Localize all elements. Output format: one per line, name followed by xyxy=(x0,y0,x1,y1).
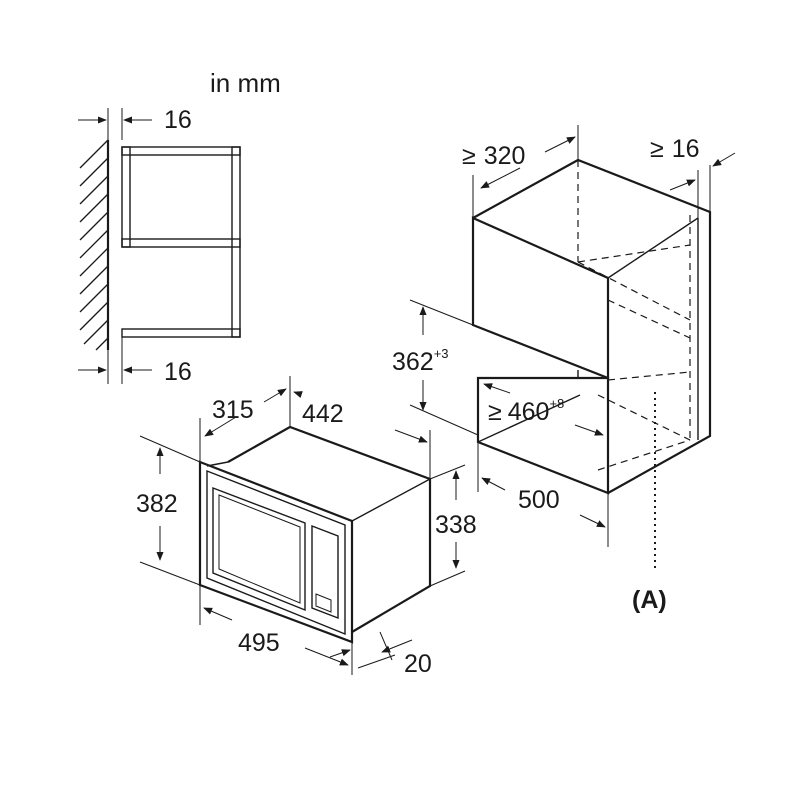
microwave-door-glass xyxy=(218,494,301,604)
dim-cabinet-opening-width: ≥460+8 xyxy=(483,383,604,436)
dim-wall-gap-bottom: 16 xyxy=(78,337,192,386)
dim-microwave-frame-depth: 20 xyxy=(329,631,432,678)
dim-label-wall-gap-bottom: 16 xyxy=(164,358,192,386)
dim-label-microwave-width: 442 xyxy=(302,400,344,428)
wall-hatch xyxy=(79,139,109,351)
microwave-front-inner xyxy=(206,469,346,636)
microwave-control-panel xyxy=(311,524,339,620)
dim-microwave-depth: 315 xyxy=(199,376,291,462)
microwave-display xyxy=(315,593,332,613)
cabinet-hidden-edges xyxy=(577,160,691,471)
dim-wall-gap-top: 16 xyxy=(78,106,192,140)
wall-detail: 16 16 xyxy=(78,106,241,386)
dim-cabinet-opening-height: 362+3 xyxy=(392,299,479,436)
cabinet-opening xyxy=(476,376,610,495)
dim-prefix-cabinet-min-depth: ≥ xyxy=(462,142,476,170)
dim-label-microwave-height: 382 xyxy=(136,490,178,518)
dim-microwave-width: 442 xyxy=(293,391,431,479)
microwave-frame-top-edge xyxy=(206,461,229,467)
dim-value-cabinet-side-gap: 16 xyxy=(672,135,700,163)
dim-label-cabinet-opening-width: ≥460+8 xyxy=(488,396,564,426)
microwave-door-window xyxy=(212,486,306,612)
dim-label-cabinet-min-depth: ≥320 xyxy=(462,142,525,170)
dim-label-microwave-depth: 315 xyxy=(212,396,254,424)
dim-cabinet-side-gap: ≥16 xyxy=(650,135,736,218)
dim-label-microwave-front-width: 495 xyxy=(238,629,280,657)
dim-microwave-inner-height: 338 xyxy=(429,464,477,587)
unit-label: in mm xyxy=(210,68,281,98)
cabinet-upper-front xyxy=(471,216,610,380)
dim-label-cabinet-opening-height: 362+3 xyxy=(392,346,449,376)
callout-label: (A) xyxy=(632,586,667,614)
cabinet: (A) ≥320 ≥16 362+3 ≥46 xyxy=(392,125,736,614)
dim-cabinet-depth: 500 xyxy=(477,442,609,547)
dim-value-cabinet-min-depth: 320 xyxy=(484,142,526,170)
dim-prefix-cabinet-side-gap: ≥ xyxy=(650,135,664,163)
microwave-body-outline xyxy=(227,425,432,633)
cabinet-opening-floor-edge xyxy=(477,394,581,443)
dim-value-cabinet-opening-width: 460 xyxy=(508,398,550,426)
dim-label-microwave-frame-depth: 20 xyxy=(404,650,432,678)
dim-tolerance-cabinet-opening-width: +8 xyxy=(549,396,564,411)
cabinet-top-front-edge xyxy=(607,217,699,279)
microwave: 315 442 382 338 xyxy=(136,376,477,678)
cabinet-section xyxy=(121,146,241,338)
dim-label-cabinet-depth: 500 xyxy=(518,486,560,514)
microwave-body-edge xyxy=(351,478,431,522)
cabinet-outer-outline xyxy=(472,158,712,494)
dim-value-cabinet-opening-height: 362 xyxy=(392,348,434,376)
dim-prefix-cabinet-opening-width: ≥ xyxy=(488,398,502,426)
dim-microwave-front-width: 495 xyxy=(199,585,353,675)
dim-label-wall-gap-top: 16 xyxy=(164,106,192,134)
dim-label-microwave-inner-height: 338 xyxy=(435,511,477,539)
dim-tolerance-cabinet-opening-height: +3 xyxy=(434,346,449,361)
dim-microwave-height: 382 xyxy=(136,435,201,586)
dim-label-cabinet-side-gap: ≥16 xyxy=(650,135,700,163)
dim-cabinet-min-depth: ≥320 xyxy=(462,125,579,218)
